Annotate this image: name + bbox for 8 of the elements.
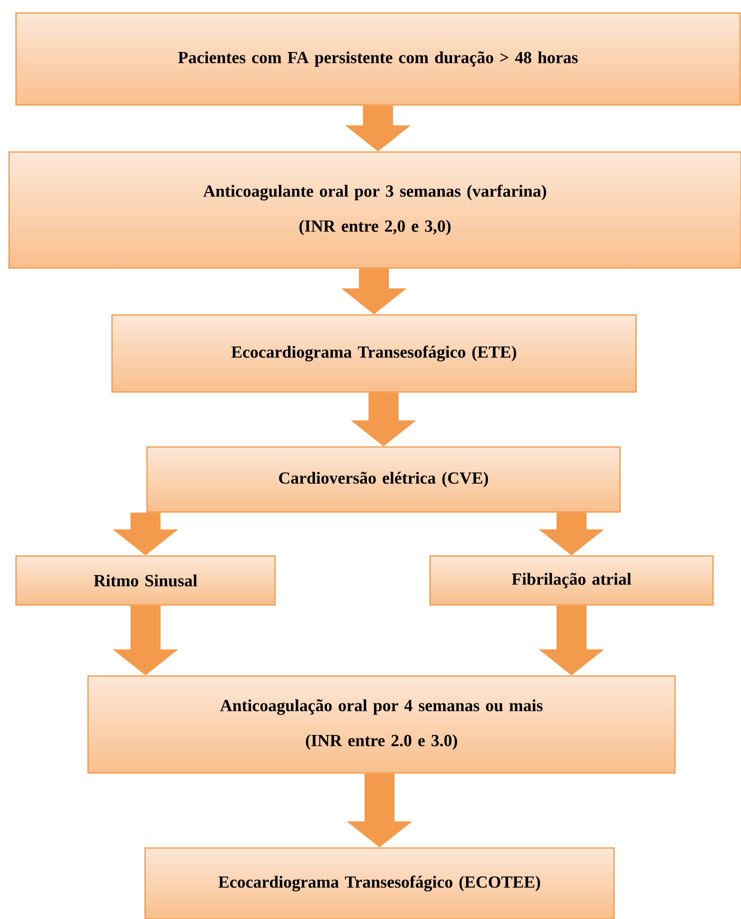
process-box: Anticoagulante oral por 3 semanas (varfarina) (INR entre 2,0 e 3,0): [8, 151, 741, 269]
process-box: Ritmo Sinusal: [15, 555, 276, 606]
process-box: Anticoagulação oral por 4 semanas ou mais (INR entre 2.0 e 3.0): [87, 675, 676, 774]
process-box: Ecocardiograma Transesofágico (ECOTEE): [144, 847, 615, 919]
process-box: Pacientes com FA persistente com duração > 48 horas: [15, 12, 741, 106]
process-box: Ecocardiograma Transesofágico (ETE): [111, 314, 637, 393]
process-box: Cardioversão elétrica (CVE): [146, 446, 621, 513]
process-box: Fibrilação atrial: [429, 555, 714, 606]
